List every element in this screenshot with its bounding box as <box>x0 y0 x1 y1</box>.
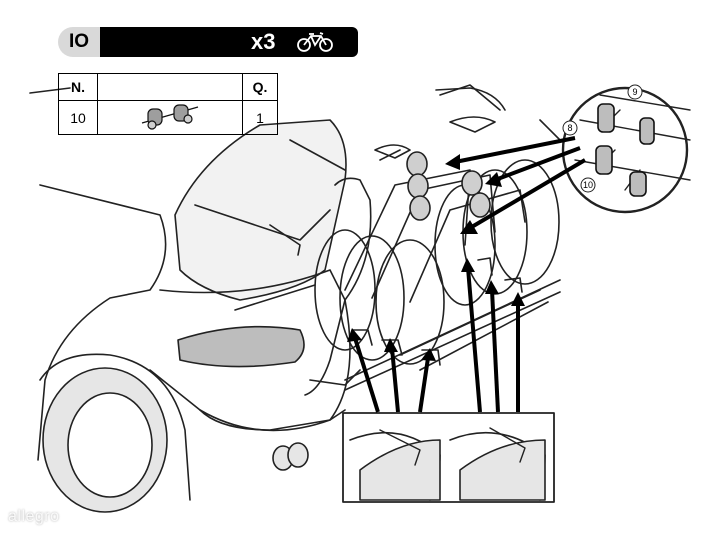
bike-handlebars <box>435 87 561 141</box>
watermark: allegro <box>8 508 60 525</box>
step-header: IO x3 <box>58 27 358 57</box>
header-quantity: Q. <box>242 73 278 101</box>
step-id: IO <box>58 27 100 57</box>
car-body <box>37 184 167 461</box>
part-number: 10 <box>58 100 98 135</box>
car-wheel-arch <box>39 353 191 501</box>
callout-9: 9 <box>627 84 643 100</box>
parts-table: N. Q. 10 1 <box>58 73 278 135</box>
callout-10: 10 <box>580 177 596 193</box>
bike-frames <box>344 84 526 303</box>
carrier-frame <box>304 177 372 396</box>
svg-text:10: 10 <box>583 180 593 190</box>
indicator-arrows <box>347 136 587 413</box>
lower-strap <box>234 284 316 311</box>
wheel-holders <box>351 257 523 366</box>
bike-count: x3 <box>251 29 276 54</box>
bike-clamps <box>406 151 491 221</box>
svg-text:9: 9 <box>632 87 637 97</box>
clamp-part-icon <box>141 104 199 130</box>
car-rear-window <box>174 119 347 301</box>
table-row: 10 1 <box>58 100 278 135</box>
header-part <box>97 73 243 101</box>
step-banner: x3 <box>100 27 358 57</box>
svg-text:8: 8 <box>567 123 572 133</box>
side-strap <box>289 139 346 171</box>
upper-strap <box>194 204 331 241</box>
license-plate <box>177 325 305 368</box>
part-quantity: 1 <box>242 100 278 135</box>
callout-8: 8 <box>562 120 578 136</box>
bike-saddles <box>374 116 496 159</box>
callouts: 8 9 10 <box>562 84 643 193</box>
bicycle-icon <box>297 32 333 52</box>
car-rear-bumper <box>199 409 346 432</box>
part-image-cell <box>97 100 243 135</box>
header-number: N. <box>58 73 98 101</box>
parts-table-header: N. Q. <box>58 73 278 101</box>
